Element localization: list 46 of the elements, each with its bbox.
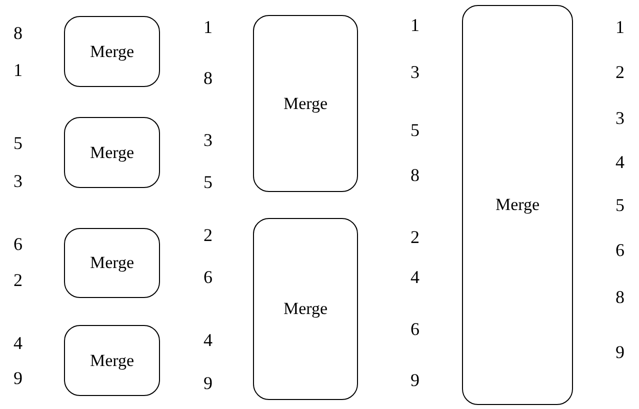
value-label: 1 [410,16,420,34]
value-label: 9 [204,374,212,392]
value-label: 2 [616,63,624,81]
value-label: 1 [14,61,22,79]
value-label: 9 [14,369,22,387]
value-label: 6 [616,241,624,259]
node-label: Merge [90,42,134,62]
merge-box [253,15,358,192]
value-label: 1 [616,18,624,36]
merge-box [64,325,160,396]
value-label: 2 [410,228,420,246]
value-label: 1 [204,18,212,36]
value-label: 3 [410,63,420,81]
node-label: Merge [283,299,328,319]
value-label: 3 [616,109,624,127]
value-label: 2 [14,271,22,289]
node-label: Merge [90,142,134,162]
value-label: 2 [204,226,212,244]
value-label: 6 [410,320,420,338]
merge-box [64,228,160,298]
node-label: Merge [495,195,540,215]
value-label: 4 [410,268,420,286]
value-label: 3 [204,131,212,149]
node-label: Merge [90,253,134,273]
value-label: 8 [616,288,624,306]
value-label: 5 [14,134,22,152]
value-label: 8 [204,69,212,87]
value-label: 4 [14,334,22,352]
value-label: 4 [204,331,212,349]
value-label: 5 [204,173,212,191]
value-label: 6 [14,235,22,253]
value-label: 9 [616,343,624,361]
value-label: 5 [410,121,420,139]
value-label: 8 [14,24,22,42]
merge-box [64,117,160,188]
value-label: 8 [410,166,420,184]
value-label: 5 [616,196,624,214]
value-label: 6 [204,268,212,286]
value-label: 3 [14,172,22,190]
node-label: Merge [90,350,134,370]
merge-box [462,5,573,405]
value-label: 9 [410,371,420,389]
node-label: Merge [283,94,328,114]
merge-box [64,16,160,87]
merge-box [253,218,358,400]
value-label: 4 [616,153,624,171]
